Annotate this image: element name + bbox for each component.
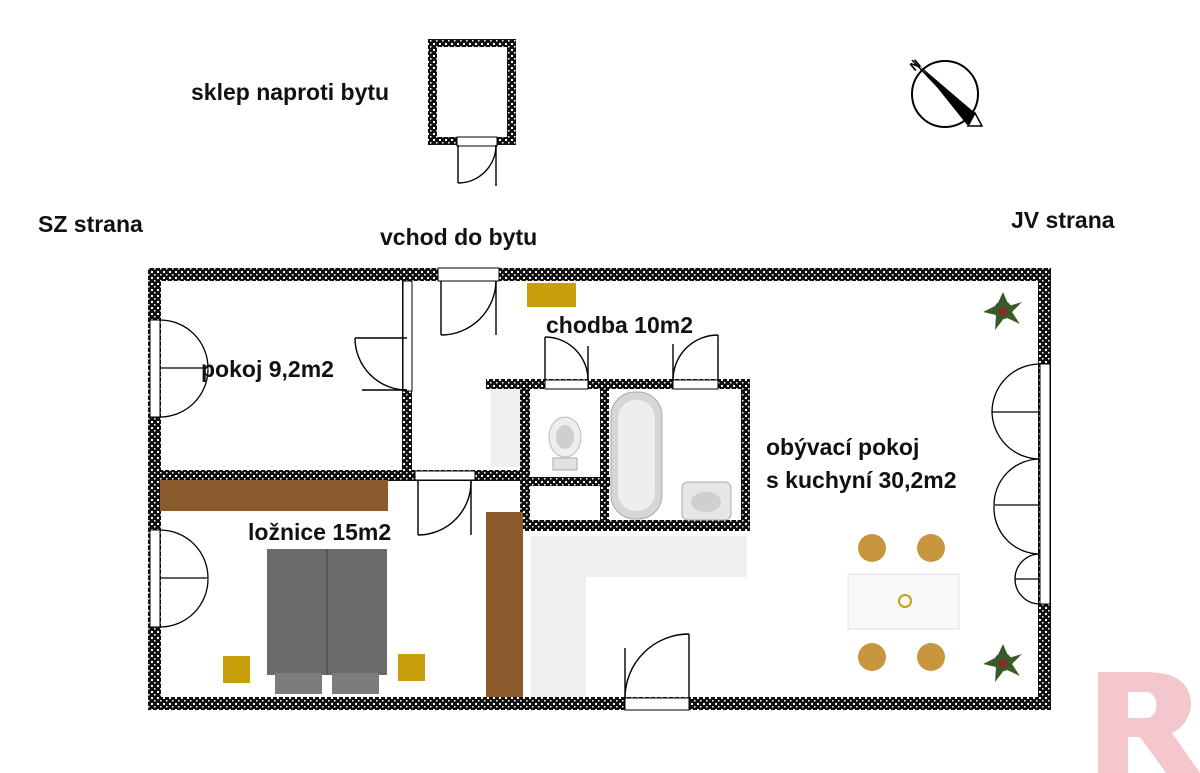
windows: [159, 319, 1041, 628]
wc-door: [544, 336, 589, 381]
nightstand-right: [398, 654, 425, 681]
kitchen-counter: [531, 536, 747, 697]
dining-set: [847, 534, 960, 671]
toilet: [548, 416, 582, 471]
northwest-side-label: SZ strana: [38, 211, 143, 237]
cellar-door: [457, 144, 497, 186]
bedroom-label: ložnice 15m2: [248, 519, 392, 545]
hallway-label: chodba 10m2: [546, 312, 693, 338]
entrance-label: vchod do bytu: [380, 224, 538, 250]
doors: [354, 280, 719, 699]
plant-top: [983, 292, 1022, 330]
bed: [223, 549, 425, 694]
bedroom-door: [417, 480, 472, 536]
furniture: [160, 283, 1022, 697]
southeast-side-label: JV strana: [1011, 207, 1115, 233]
living-window-lower: [993, 458, 1041, 605]
washbasin: [681, 481, 732, 521]
bathroom-door: [672, 334, 719, 381]
wardrobe: [486, 512, 523, 697]
compass: N: [907, 56, 984, 128]
living-window-upper: [991, 363, 1041, 460]
nightstand-left: [223, 656, 250, 683]
cellar-label: sklep naproti bytu: [191, 79, 390, 105]
openings: [149, 267, 1051, 711]
hallway-cabinet: [527, 283, 576, 307]
bathtub: [610, 391, 663, 520]
r5-logo: [1098, 672, 1200, 773]
living-room-label-line2: s kuchyní 30,2m2: [766, 467, 957, 493]
bedroom-shelf: [160, 480, 388, 511]
plant-bottom: [983, 644, 1022, 682]
kitchen-door: [624, 633, 690, 699]
bathroom-cabinet: [491, 389, 520, 467]
living-room-label-line1: obývací pokoj: [766, 434, 920, 460]
room-window: [159, 319, 209, 418]
room-door: [354, 337, 408, 391]
bedroom-window: [159, 529, 209, 628]
room-label: pokoj 9,2m2: [201, 356, 334, 382]
cellar: [428, 39, 516, 186]
entrance-door: [440, 280, 497, 336]
